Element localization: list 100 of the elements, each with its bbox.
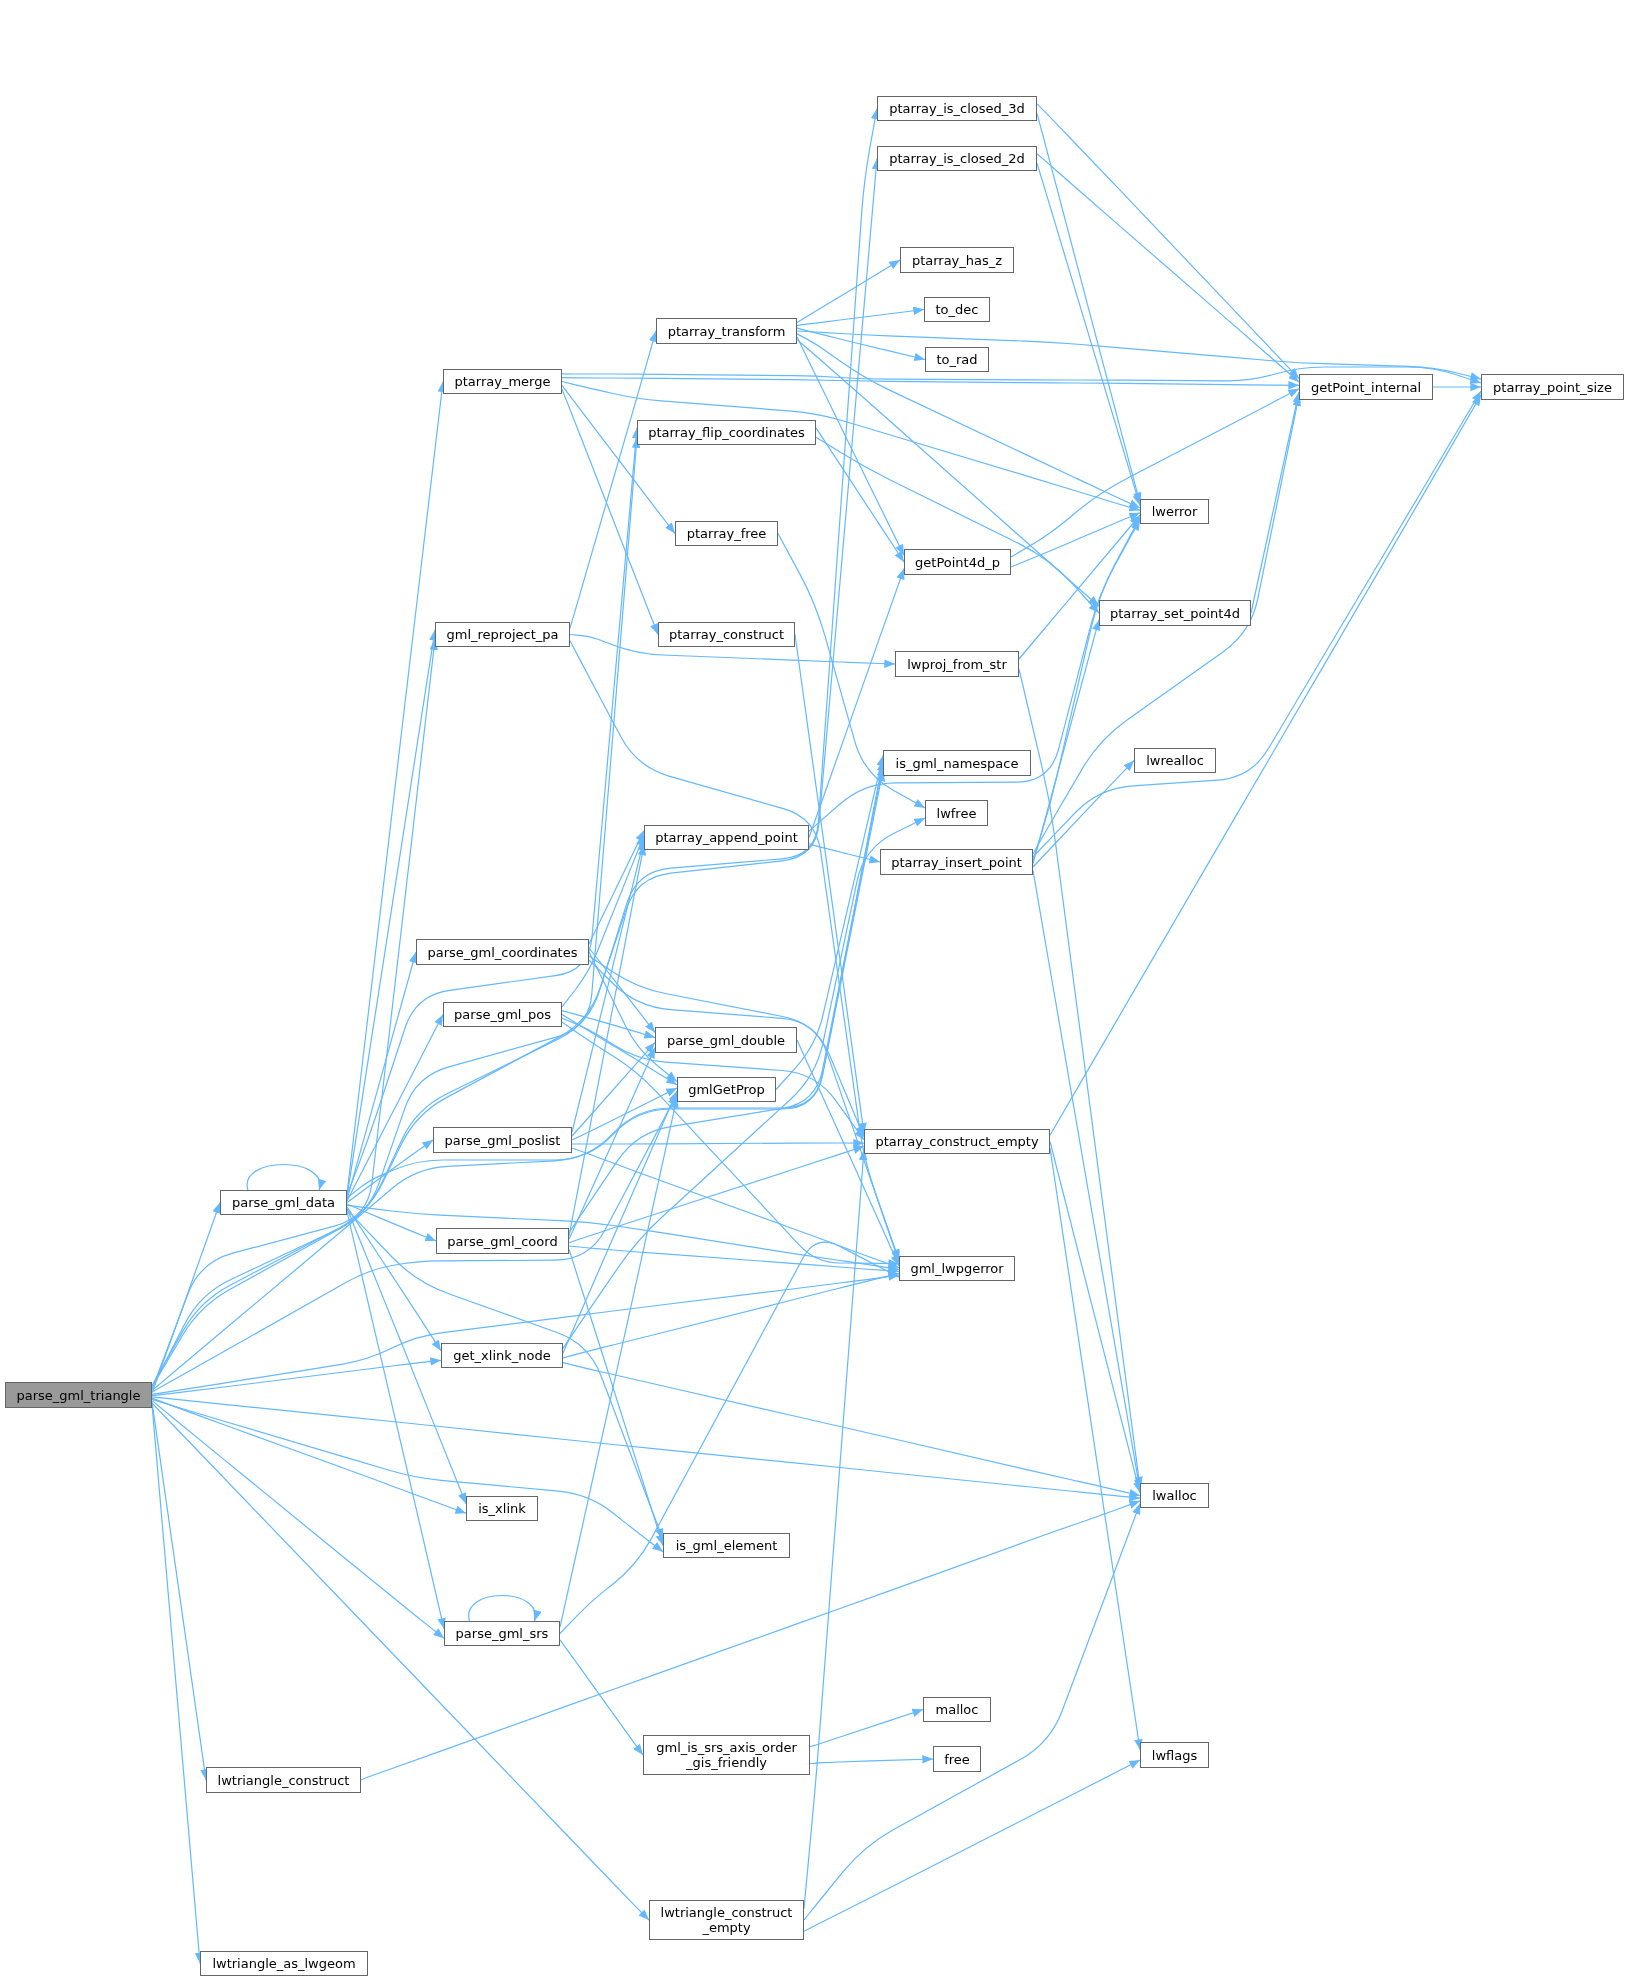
function-box: parse_gml_data xyxy=(220,1190,347,1215)
call-arrow xyxy=(775,754,885,1091)
function-box: lwflags xyxy=(1140,1742,1209,1768)
call-arrow xyxy=(346,1013,444,1202)
function-box: parse_gml_poslist xyxy=(433,1127,572,1153)
function-box: gml_reproject_pa xyxy=(435,622,570,647)
call-arrow xyxy=(809,1708,924,1748)
function-box: lwfree xyxy=(925,800,988,826)
call-arrow xyxy=(796,1039,900,1267)
function-box: ptarray_free xyxy=(675,521,778,546)
call-arrow xyxy=(796,306,925,326)
call-arrow xyxy=(808,568,905,839)
call-arrow xyxy=(571,1147,900,1269)
call-arrow xyxy=(151,1396,1141,1502)
call-arrow xyxy=(571,1041,656,1137)
call-arrow xyxy=(559,1639,644,1756)
function-box: lwtriangle_as_lwgeom xyxy=(200,1951,368,1976)
function-box: parse_gml_double xyxy=(655,1027,797,1053)
function-box: gml_is_srs_axis_order _gis_friendly xyxy=(643,1735,810,1775)
call-arrow xyxy=(588,829,645,945)
function-box: is_xlink xyxy=(466,1496,538,1521)
function-box: ptarray_flip_coordinates xyxy=(637,420,816,445)
function-box: gmlGetProp xyxy=(677,1077,776,1102)
call-arrow xyxy=(808,516,1141,832)
call-arrow xyxy=(151,638,438,1390)
function-box: ptarray_append_point xyxy=(644,825,809,850)
function-box: to_rad xyxy=(925,347,989,372)
call-arrow xyxy=(561,1021,900,1268)
call-arrow xyxy=(468,1594,540,1622)
call-arrow xyxy=(1049,1140,1142,1494)
call-arrow xyxy=(571,1087,678,1141)
call-arrow xyxy=(803,1503,1141,1921)
function-box: get_xlink_node xyxy=(441,1343,563,1368)
function-box: lwerror xyxy=(1140,499,1209,524)
call-arrow xyxy=(151,1402,650,1921)
call-arrow xyxy=(568,1245,900,1275)
function-box: lwalloc xyxy=(1140,1483,1209,1508)
call-arrow xyxy=(815,427,905,563)
call-arrow xyxy=(151,1201,221,1394)
call-arrow xyxy=(561,377,1300,390)
call-arrow xyxy=(571,1138,865,1148)
call-arrow xyxy=(562,1271,900,1359)
call-arrow xyxy=(808,843,881,864)
call-arrow xyxy=(588,955,865,1138)
call-arrow xyxy=(151,1357,442,1397)
call-arrow xyxy=(796,333,1141,509)
call-arrow xyxy=(346,1207,467,1505)
call-arrow xyxy=(1018,514,1141,660)
call-arrow xyxy=(568,1145,865,1244)
function-box: ptarray_construct xyxy=(658,622,795,647)
call-arrow xyxy=(562,1090,678,1354)
call-arrow xyxy=(561,1010,656,1039)
function-box: parse_gml_coord xyxy=(436,1228,569,1254)
call-arrow xyxy=(346,1139,434,1204)
call-arrow xyxy=(796,339,1100,607)
call-arrow xyxy=(796,330,1482,381)
function-box: parse_gml_srs xyxy=(444,1621,560,1646)
call-arrow xyxy=(777,532,926,809)
call-arrow xyxy=(561,366,1482,384)
function-box: lwproj_from_str xyxy=(895,651,1019,677)
call-arrow xyxy=(346,1203,437,1242)
call-arrow xyxy=(151,1398,664,1553)
function-box: to_dec xyxy=(924,297,990,322)
function-box: malloc xyxy=(923,1697,991,1722)
call-arrow xyxy=(796,259,901,323)
call-arrow xyxy=(1010,512,1141,568)
call-arrow xyxy=(559,1241,900,1635)
call-arrow xyxy=(151,1400,445,1639)
call-arrow xyxy=(1010,388,1300,558)
call-arrow xyxy=(796,336,905,556)
call-arrow xyxy=(562,817,926,1349)
call-arrow xyxy=(1036,153,1300,383)
function-box: ptarray_merge xyxy=(443,369,562,394)
call-arrow xyxy=(151,1397,467,1514)
call-arrow xyxy=(1032,390,1482,858)
call-arrow xyxy=(561,1013,678,1086)
function-box: ptarray_transform xyxy=(656,318,797,344)
function-box: is_gml_namespace xyxy=(883,750,1031,776)
function-box: getPoint_internal xyxy=(1299,374,1433,400)
function-box: parse_gml_pos xyxy=(443,1002,562,1027)
function-box: lwrealloc xyxy=(1134,748,1216,773)
call-arrow xyxy=(151,1272,900,1395)
function-box: ptarray_insert_point xyxy=(880,849,1033,875)
call-arrow xyxy=(561,388,659,636)
current-function-box: parse_gml_triangle xyxy=(5,1382,152,1408)
call-arrow xyxy=(796,327,926,362)
call-arrow xyxy=(246,1163,325,1191)
call-arrow xyxy=(1250,391,1301,614)
function-box: is_gml_element xyxy=(663,1533,790,1558)
function-box: lwtriangle_construct xyxy=(206,1767,361,1793)
call-arrow xyxy=(346,1206,442,1352)
function-box: lwtriangle_construct _empty xyxy=(649,1900,804,1940)
function-box: gml_lwpgerror xyxy=(899,1256,1015,1281)
function-box: ptarray_is_closed_3d xyxy=(877,96,1037,121)
call-arrow xyxy=(360,1500,1141,1781)
call-arrow xyxy=(1036,103,1300,380)
function-box: getPoint4d_p xyxy=(904,549,1011,575)
function-box: ptarray_point_size xyxy=(1481,374,1624,400)
call-arrow xyxy=(561,380,1141,512)
call-arrow xyxy=(562,1362,1141,1498)
